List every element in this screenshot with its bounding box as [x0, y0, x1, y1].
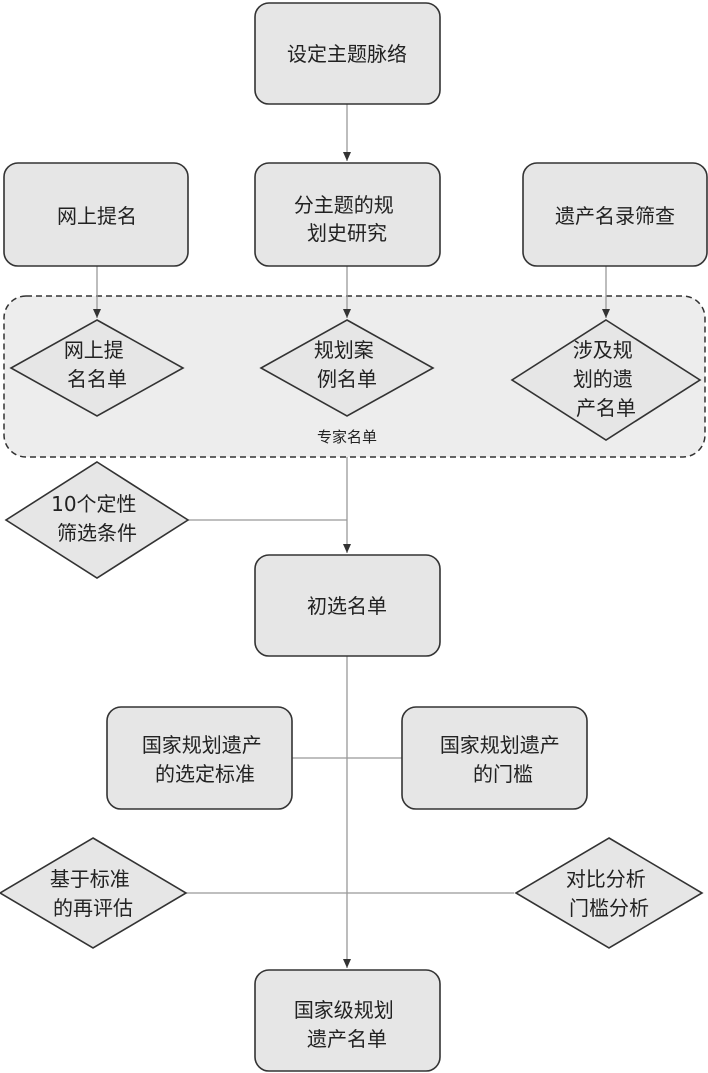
box-selection-standard — [106, 706, 293, 810]
diamonds — [0, 319, 704, 949]
label-expert-group: 专家名单 — [317, 428, 377, 446]
box-online-nomination — [3, 162, 189, 267]
diamond-qualitative-criteria — [4, 461, 190, 579]
label-online-list: 网上提 名名单 — [64, 338, 130, 391]
box-set-theme — [254, 2, 441, 105]
diamond-online-list — [9, 319, 185, 417]
label-threshold: 国家规划遗产 的门槛 — [440, 733, 566, 786]
label-reevaluation: 基于标准 的再评估 — [50, 867, 136, 920]
label-case-list: 规划案 例名单 — [314, 338, 380, 391]
diamond-case-list — [259, 319, 435, 417]
label-involved-list: 涉及规 划的遗 产名单 — [573, 338, 639, 420]
diamond-comparison — [514, 837, 704, 949]
box-preliminary-list — [254, 554, 441, 657]
boxes — [3, 2, 708, 1072]
connectors — [93, 104, 610, 968]
labels: 设定主题脉络 网上提名 分主题的规 划史研究 遗产名录筛查 网上提 名名单 规划… — [50, 42, 675, 1051]
diamond-involved-list — [510, 319, 702, 441]
box-sub-theme-research — [254, 162, 441, 267]
label-comparison: 对比分析 门槛分析 — [566, 867, 652, 920]
label-selection-standard: 国家规划遗产 的选定标准 — [142, 733, 268, 786]
label-qualitative-criteria: 10个定性 筛选条件 — [51, 492, 143, 545]
box-heritage-screening — [522, 162, 708, 267]
label-preliminary-list: 初选名单 — [307, 594, 387, 618]
label-online-nomination: 网上提名 — [57, 204, 137, 228]
label-heritage-screening: 遗产名录筛查 — [555, 204, 675, 228]
diamond-reevaluation — [0, 837, 188, 949]
box-threshold — [401, 706, 588, 810]
box-final-list — [254, 969, 441, 1072]
label-final-list: 国家级规划 遗产名单 — [294, 998, 400, 1051]
label-set-theme: 设定主题脉络 — [287, 42, 407, 66]
label-sub-theme-research: 分主题的规 划史研究 — [294, 193, 400, 245]
